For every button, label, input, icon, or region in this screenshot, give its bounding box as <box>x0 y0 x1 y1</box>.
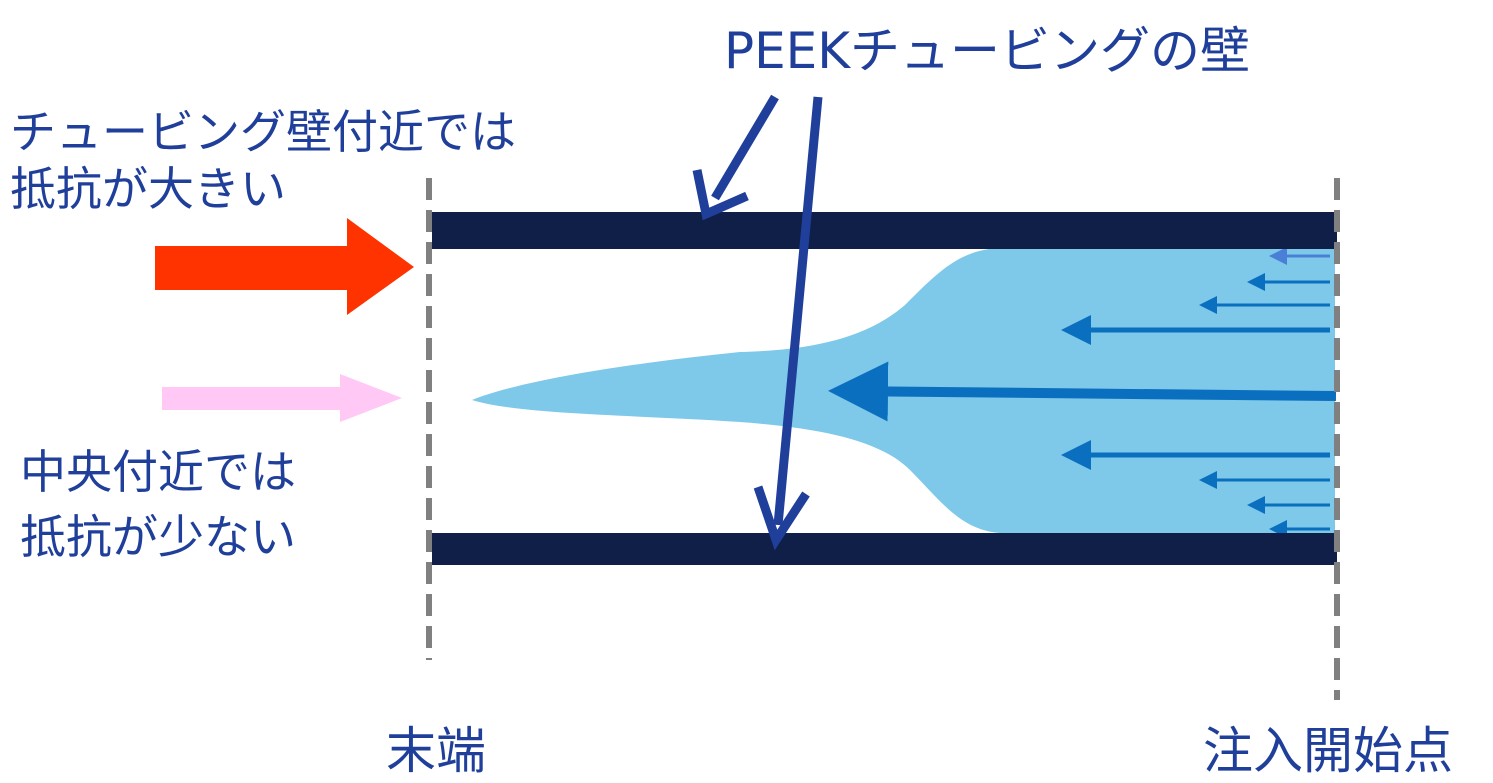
pointer-arrow-to-top-wall <box>711 94 779 201</box>
tubing-wall-title: PEEKチュービングの壁 <box>724 22 1250 80</box>
pointer-arrow-to-bottom-wall <box>773 96 823 526</box>
low-resistance-arrow <box>162 374 402 422</box>
center-resistance-note-line1: 中央付近では <box>20 445 296 499</box>
wall-resistance-note-line2: 抵抗が大きい <box>10 162 286 216</box>
pointer-arrowhead-top-wall <box>692 169 749 221</box>
pointer-arrowhead-bottom-wall <box>753 485 810 551</box>
tube-wall-bottom <box>432 533 1337 565</box>
tube-wall-top <box>432 212 1337 249</box>
injection-start-label: 注入開始点 <box>1203 722 1453 780</box>
wall-pointer-arrows <box>692 94 823 551</box>
wall-resistance-note-line1: チュービング壁付近では <box>10 105 516 159</box>
flow-velocity-arrows <box>828 247 1337 538</box>
center-resistance-note-line2: 抵抗が少ない <box>20 510 296 564</box>
flow-arrow-center <box>828 361 1337 422</box>
end-label: 末端 <box>386 722 486 780</box>
high-resistance-arrow <box>155 218 414 315</box>
